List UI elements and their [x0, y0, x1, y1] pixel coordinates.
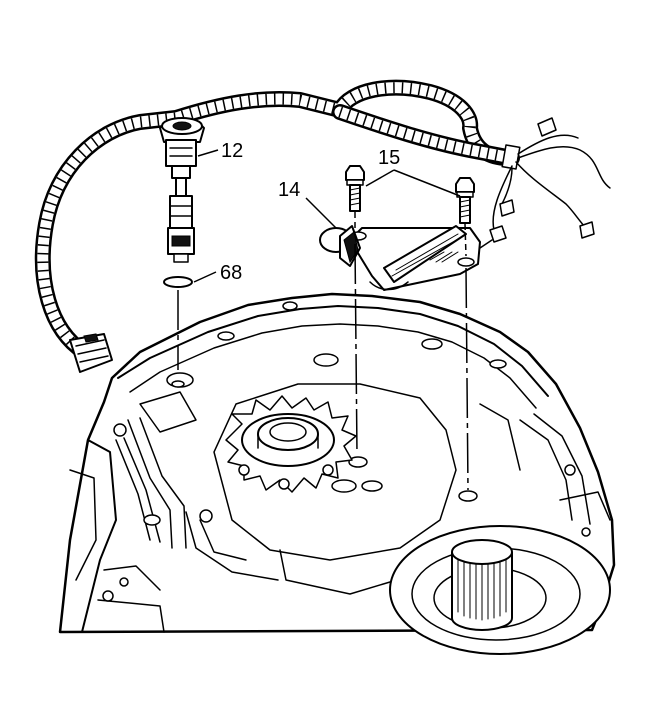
wiring-harness — [34, 79, 611, 373]
callout-68: 68 — [220, 262, 242, 284]
callout-leaders — [193, 149, 461, 283]
seal-ring-68 — [163, 276, 193, 288]
bolt-15-right — [455, 177, 475, 224]
sensor-14 — [319, 225, 493, 291]
callout-14: 14 — [278, 179, 300, 201]
connector-12 — [159, 117, 205, 263]
callout-15: 15 — [378, 147, 400, 169]
alignment-lines — [177, 212, 469, 491]
pump-sprocket — [225, 395, 357, 493]
harness-connector-plug — [69, 333, 113, 373]
callout-12: 12 — [221, 140, 243, 162]
transmission-case — [58, 292, 616, 655]
bolt-15-left — [345, 165, 365, 212]
